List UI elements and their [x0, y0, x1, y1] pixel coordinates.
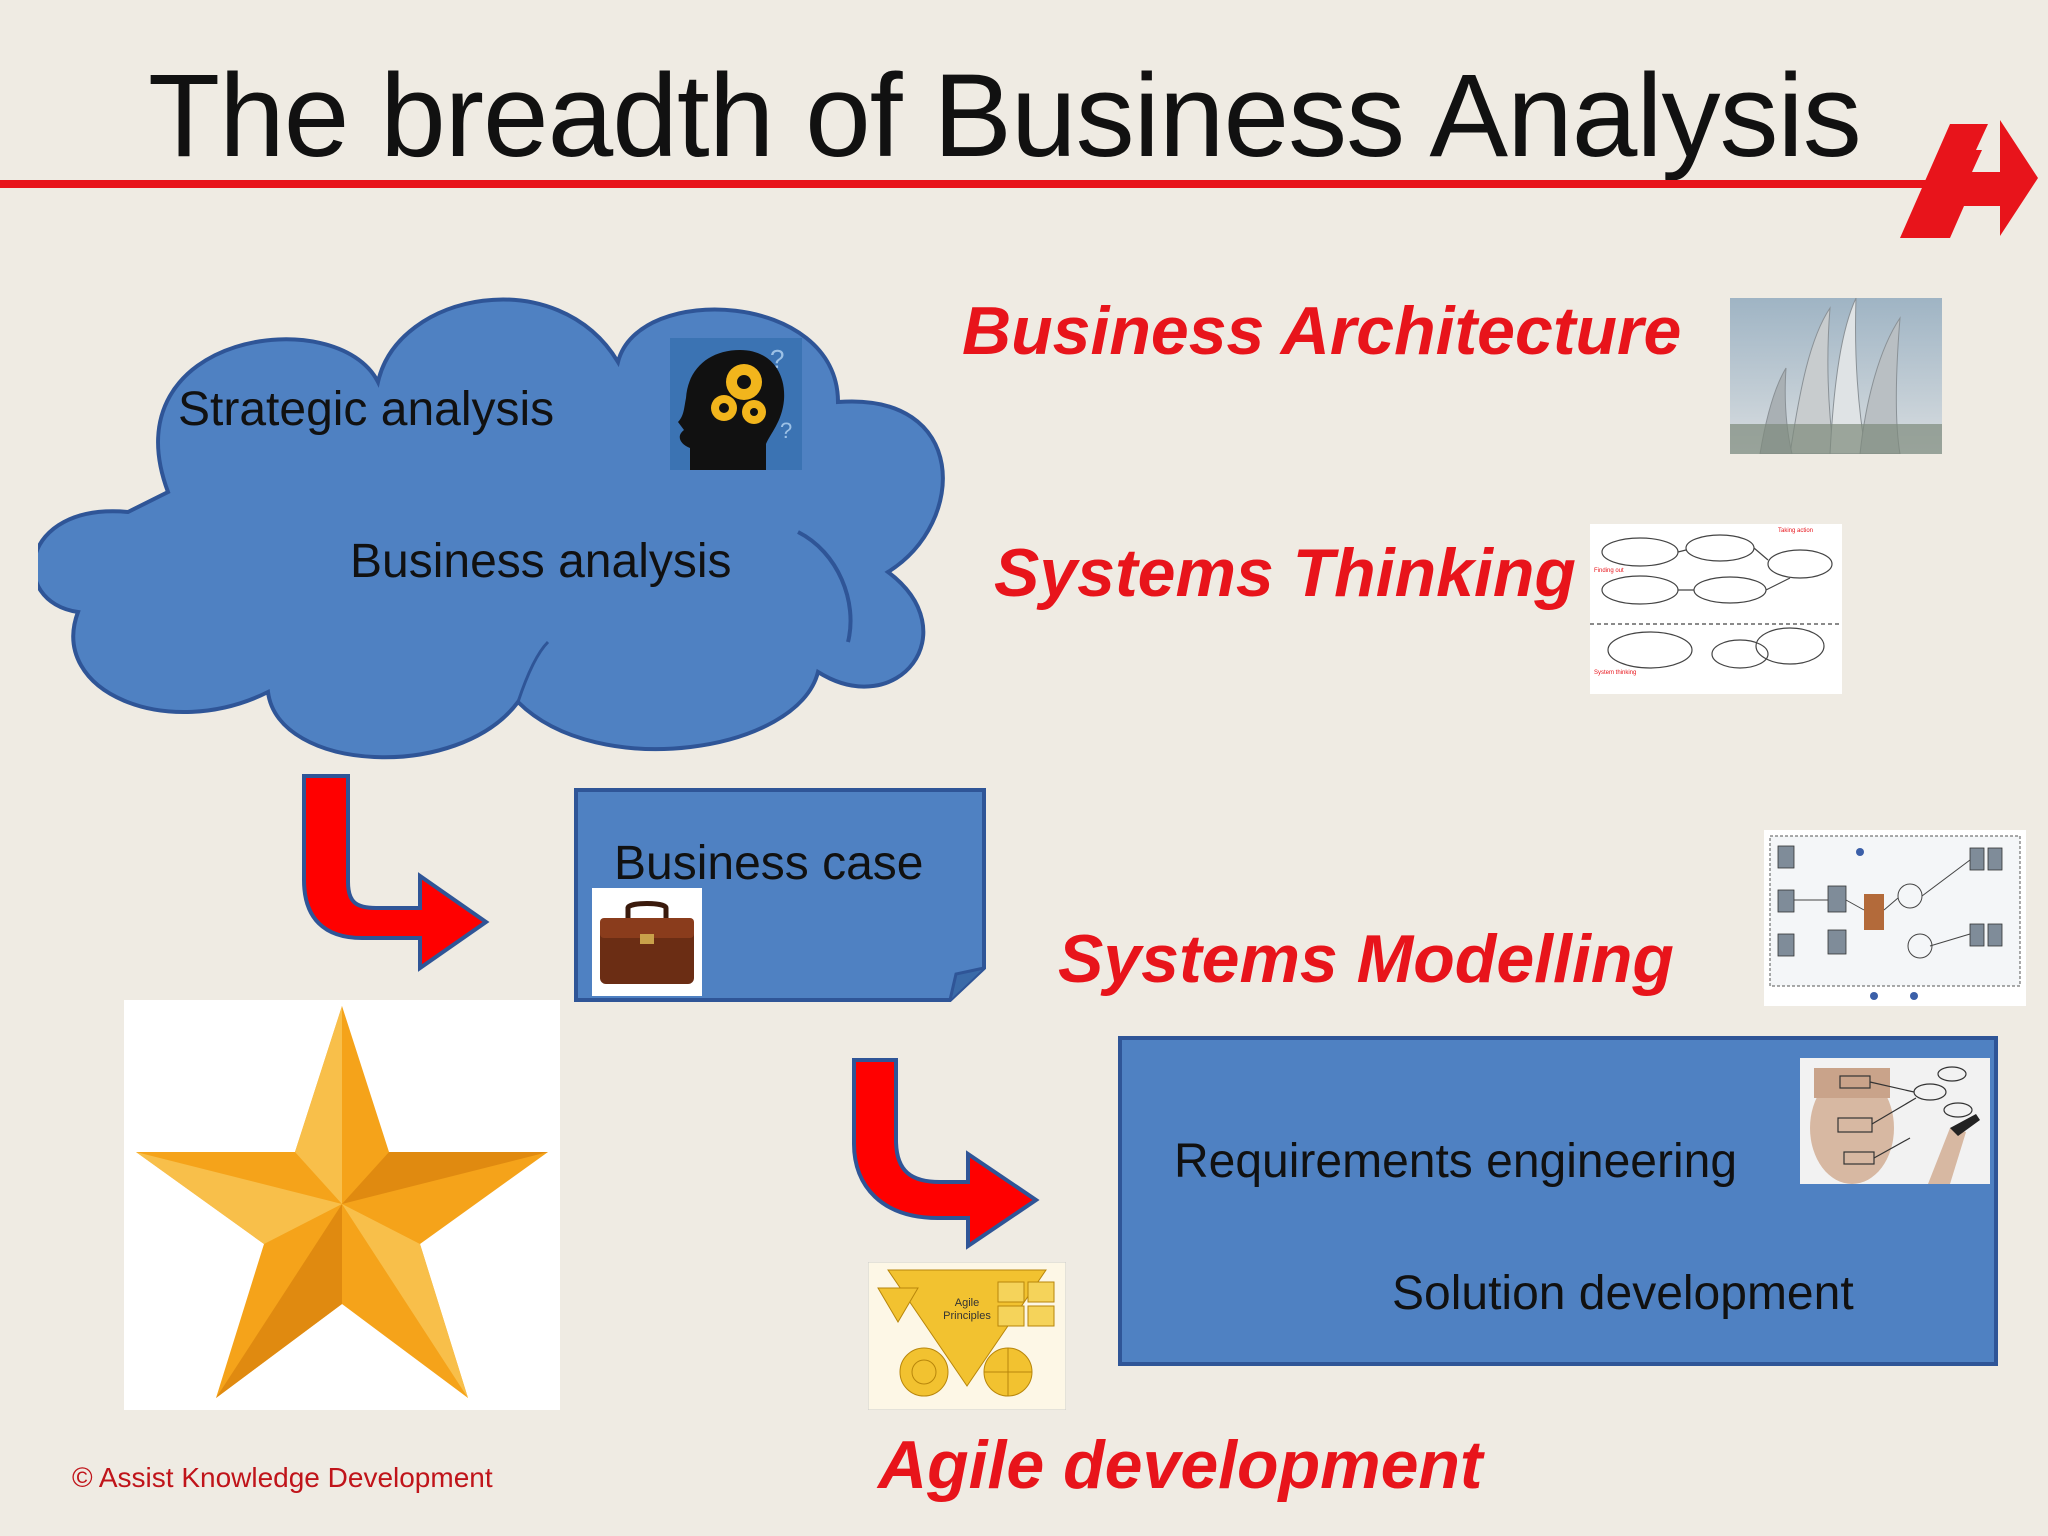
page-title: The breadth of Business Analysis — [148, 50, 1862, 182]
agile-development-label: Agile development — [878, 1427, 1483, 1503]
strategic-analysis-cloud — [38, 297, 945, 760]
soft-systems-diagram: Taking action Finding out System thinkin… — [1590, 524, 1842, 694]
star-icon — [124, 1000, 560, 1410]
systems-thinking-label: Systems Thinking — [994, 535, 1576, 611]
head-gears-icon: ? ? — [670, 338, 802, 470]
arrow-logo-icon — [1900, 120, 2038, 238]
requirements-engineering-label: Requirements engineering — [1174, 1135, 1738, 1188]
flow-arrow-to-agile — [852, 1058, 1040, 1250]
towers-photo — [1730, 298, 1942, 454]
svg-text:Taking action: Taking action — [1778, 528, 1813, 534]
svg-text:Principles: Principles — [943, 1310, 991, 1322]
business-architecture-label: Business Architecture — [962, 293, 1682, 369]
briefcase-icon — [592, 888, 702, 996]
svg-text:Agile: Agile — [955, 1297, 979, 1309]
agile-principles-diagram: Agile Principles — [868, 1262, 1066, 1410]
svg-text:Finding out: Finding out — [1594, 568, 1624, 574]
flow-arrow-to-business-case — [302, 774, 490, 972]
business-case-label: Business case — [614, 837, 924, 890]
cloud-strategic-analysis-label: Strategic analysis — [178, 383, 555, 436]
systems-modelling-label: Systems Modelling — [1058, 921, 1674, 997]
title-underline — [0, 180, 1960, 188]
solution-development-label: Solution development — [1392, 1267, 1854, 1320]
person-drawing-diagram-icon — [1800, 1058, 1990, 1184]
svg-text:System thinking: System thinking — [1594, 670, 1636, 676]
copyright-footer: © Assist Knowledge Development — [72, 1462, 493, 1493]
cloud-business-analysis-label: Business analysis — [350, 535, 732, 588]
svg-text:?: ? — [780, 418, 792, 443]
network-architecture-diagram — [1764, 830, 2026, 1006]
